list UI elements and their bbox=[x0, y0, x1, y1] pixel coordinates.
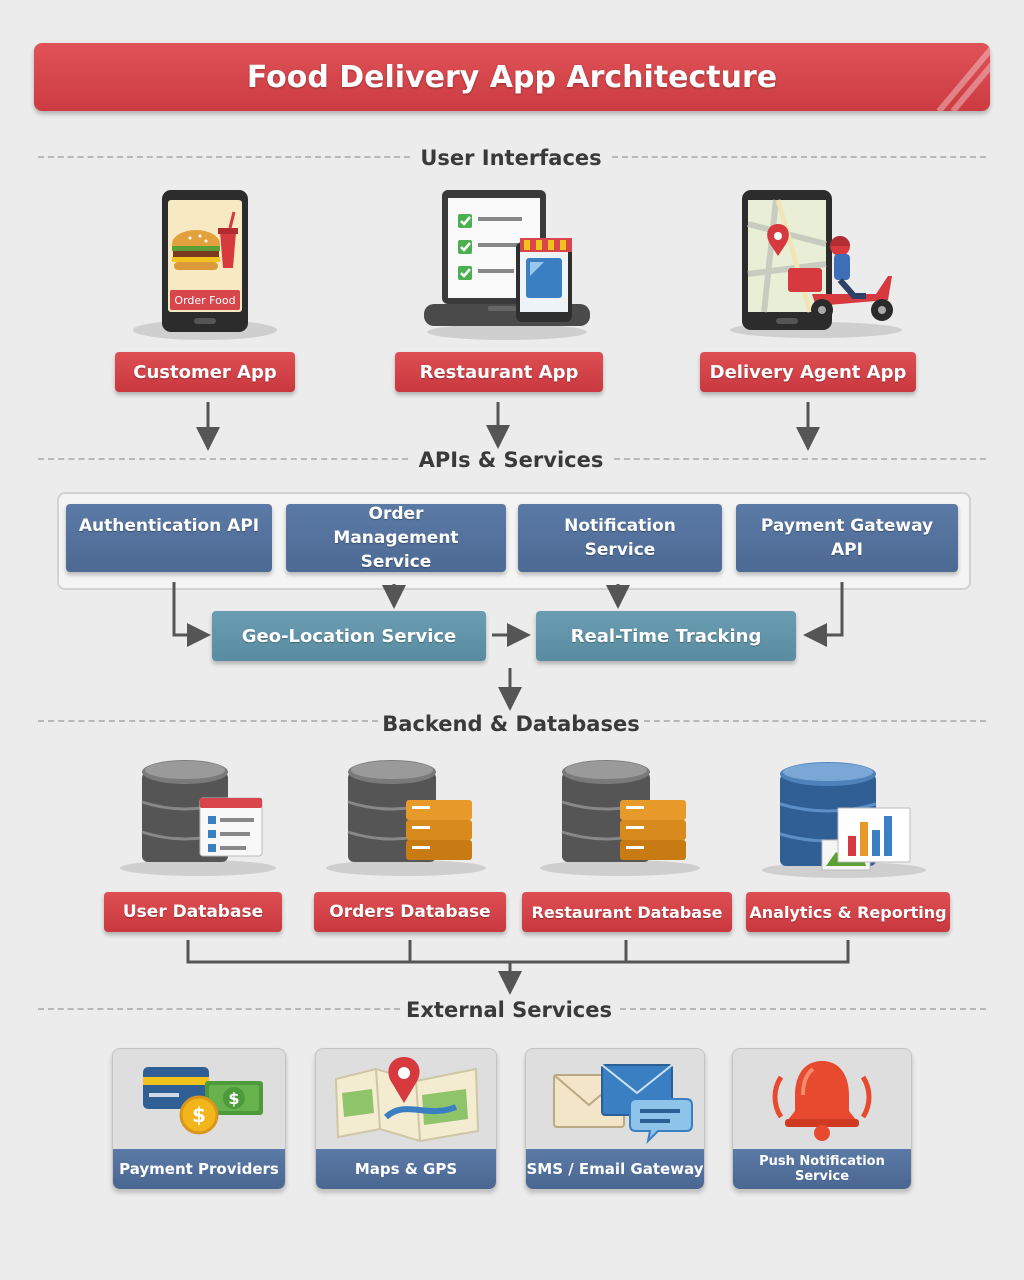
sms-email-gateway-label: SMS / Email Gateway bbox=[526, 1149, 704, 1189]
maps-gps-label: Maps & GPS bbox=[316, 1149, 496, 1189]
notification-service-box: Notification Service bbox=[518, 504, 722, 572]
section-title-external-services: External Services bbox=[406, 998, 612, 1022]
section-divider bbox=[620, 1008, 986, 1010]
map-pin-icon bbox=[334, 1057, 480, 1143]
credit-card-cash-icon: $ $ bbox=[143, 1067, 263, 1135]
restaurant-database-label: Restaurant Database bbox=[522, 892, 732, 932]
payment-gateway-api-box: Payment Gateway API bbox=[736, 504, 958, 572]
bell-icon bbox=[772, 1061, 872, 1141]
laptop-checklist-icon bbox=[424, 190, 590, 340]
analytics-reporting-label: Analytics & Reporting bbox=[746, 892, 950, 932]
orders-database-label: Orders Database bbox=[314, 892, 506, 932]
section-divider bbox=[38, 720, 378, 722]
push-notification-service-label: Push Notification Service bbox=[733, 1149, 911, 1189]
sms-email-gateway-card: SMS / Email Gateway bbox=[525, 1048, 705, 1190]
phone-burger-icon: Order Food bbox=[133, 190, 277, 340]
phone-map-scooter-icon bbox=[730, 190, 902, 338]
payment-providers-label: Payment Providers bbox=[113, 1149, 285, 1189]
payment-providers-card: $ $ Payment Providers bbox=[112, 1048, 286, 1190]
customer-app-label: Customer App bbox=[115, 352, 295, 392]
user-database-label: User Database bbox=[104, 892, 282, 932]
envelope-chat-icon bbox=[553, 1064, 693, 1145]
authentication-api-box: Authentication API bbox=[66, 504, 272, 572]
push-notification-service-card: Push Notification Service bbox=[732, 1048, 912, 1190]
database-boxes-icon bbox=[326, 760, 486, 876]
order-food-button-text: Order Food bbox=[174, 294, 235, 307]
section-title-backend-databases: Backend & Databases bbox=[382, 712, 640, 736]
db-bus-line bbox=[186, 940, 850, 964]
delivery-agent-app-label: Delivery Agent App bbox=[700, 352, 916, 392]
svg-text:$: $ bbox=[228, 1089, 239, 1108]
database-boxes-icon bbox=[540, 760, 700, 876]
page-title: Food Delivery App Architecture bbox=[246, 59, 778, 95]
title-banner: Food Delivery App Architecture bbox=[34, 43, 990, 111]
svg-text:$: $ bbox=[192, 1103, 206, 1127]
geo-location-service-box: Geo-Location Service bbox=[212, 611, 486, 661]
order-management-service-box: Order Management Service bbox=[286, 504, 506, 572]
real-time-tracking-box: Real-Time Tracking bbox=[536, 611, 796, 661]
database-form-icon bbox=[120, 760, 276, 876]
section-title-apis-services: APIs & Services bbox=[418, 448, 604, 472]
arrow-auth-to-geo bbox=[172, 582, 211, 647]
section-divider bbox=[612, 156, 986, 158]
section-divider bbox=[644, 720, 986, 722]
section-title-user-interfaces: User Interfaces bbox=[420, 146, 602, 170]
restaurant-app-label: Restaurant App bbox=[395, 352, 603, 392]
section-divider bbox=[614, 458, 986, 460]
section-divider bbox=[38, 458, 408, 460]
database-chart-icon bbox=[762, 762, 926, 878]
section-divider bbox=[38, 156, 410, 158]
section-divider bbox=[38, 1008, 400, 1010]
arrow-payment-to-tracking bbox=[803, 582, 844, 647]
maps-gps-card: Maps & GPS bbox=[315, 1048, 497, 1190]
